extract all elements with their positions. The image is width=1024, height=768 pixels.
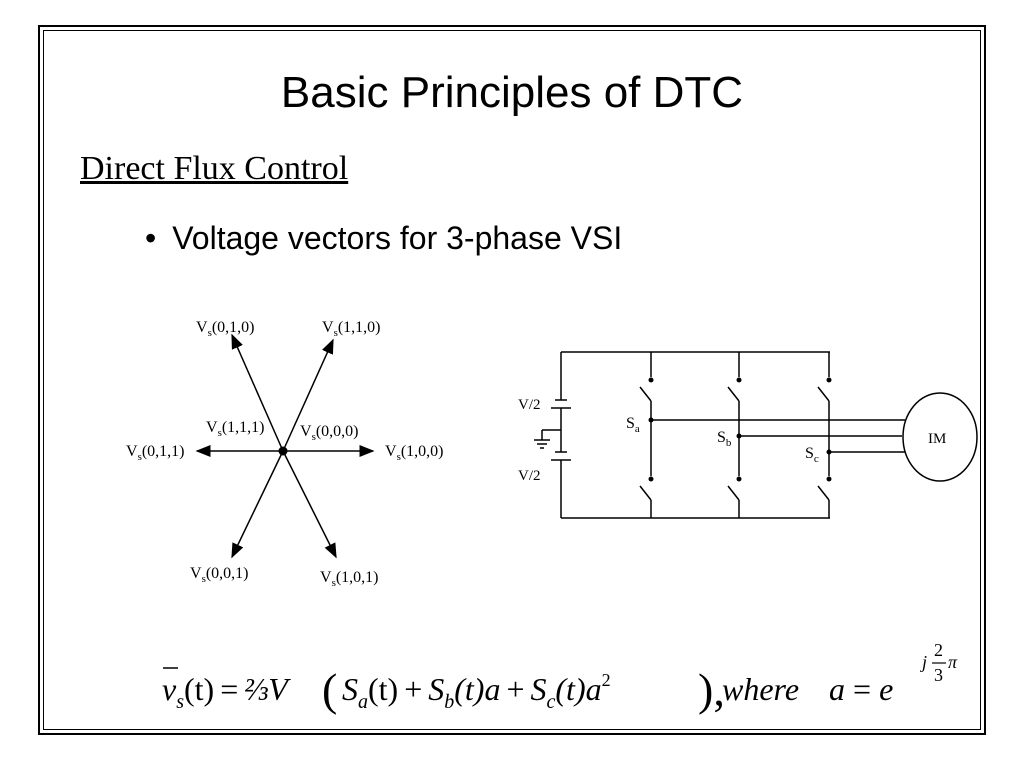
switch-c-upper: [817, 386, 830, 402]
label-sb: Sb: [717, 429, 732, 449]
label-v011: Vs(0,1,1): [126, 443, 185, 463]
switch-c-lower: [817, 485, 830, 501]
switch-b-lower: [727, 485, 740, 501]
slide-frame-inner: [43, 30, 981, 730]
switch-a-upper: [639, 386, 652, 402]
label-vhalf-top: V/2: [518, 397, 541, 413]
motor-icon: [902, 392, 978, 482]
close-paren: ),: [698, 664, 725, 715]
label-v010: Vs(0,1,0): [196, 319, 255, 339]
label-sa: Sa: [626, 415, 640, 435]
bullet-dot-icon: •: [145, 220, 157, 256]
exponent-j: j: [920, 652, 927, 672]
svg-text:vs(t)=⅔V: vs(t)=⅔V: [162, 671, 291, 713]
exponent-num: 2: [934, 640, 943, 660]
exponent-pi: π: [948, 652, 958, 672]
vector-101-arrow: [282, 450, 337, 559]
switch-a-lower: [639, 485, 652, 501]
label-v101: Vs(1,0,1): [320, 569, 379, 589]
bullet-text: Voltage vectors for 3-phase VSI: [172, 220, 623, 256]
label-vhalf-bottom: V/2: [518, 468, 541, 484]
vector-110-arrow: [282, 338, 334, 452]
bullet-item: • Voltage vectors for 3-phase VSI: [145, 220, 622, 257]
vector-010-arrow: [231, 333, 284, 452]
origin-dot: [278, 446, 288, 456]
slide-frame-outer: [38, 25, 986, 735]
label-v001: Vs(0,0,1): [190, 565, 249, 585]
slide-title: Basic Principles of DTC: [280, 68, 744, 117]
switch-b-upper: [727, 386, 740, 402]
exponent-den: 3: [934, 665, 943, 685]
label-motor: IM: [928, 431, 946, 447]
label-v000: Vs(0,0,0): [300, 423, 359, 443]
label-v111: Vs(1,1,1): [206, 419, 265, 439]
label-sc: Sc: [805, 445, 819, 465]
label-v100: Vs(1,0,0): [385, 443, 444, 463]
open-paren: (: [322, 664, 337, 715]
label-v110: Vs(1,1,0): [322, 319, 381, 339]
vector-001-arrow: [231, 450, 284, 559]
slide-subtitle: Direct Flux Control: [80, 150, 349, 187]
svg-text:Sa(t)+Sb(t)a+Sc(t)a2: Sa(t)+Sb(t)a+Sc(t)a2: [342, 670, 611, 713]
